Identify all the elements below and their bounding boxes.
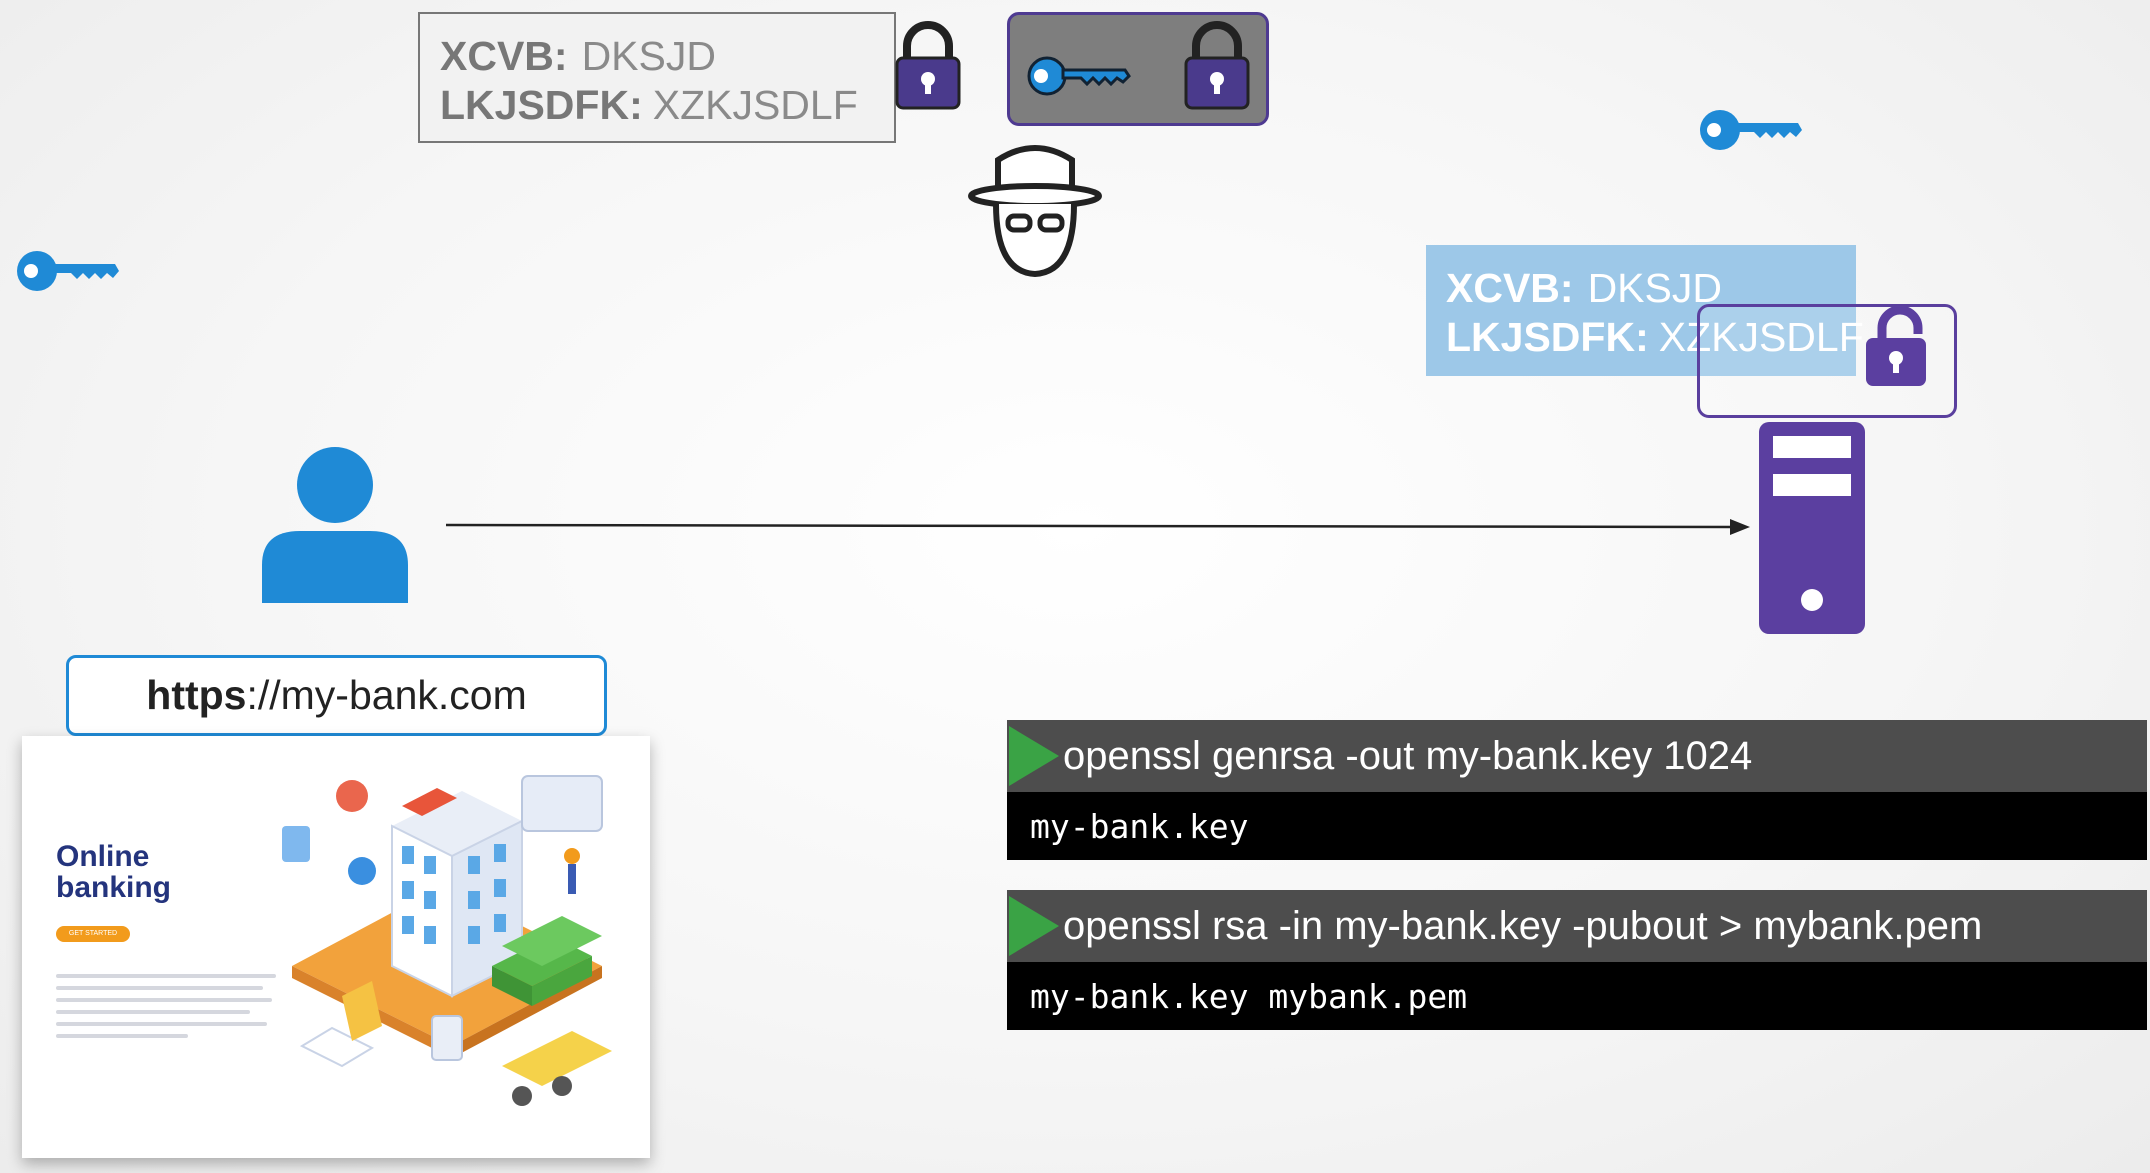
cred-label: LKJSDFK: [1446, 314, 1649, 360]
server-credentials-box: XCVB: DKSJD LKJSDFK:XZKJSDLF [1426, 245, 1864, 376]
title-line: Online [56, 840, 150, 873]
cred-value: DKSJD [1587, 265, 1722, 311]
banking-illustration [282, 775, 612, 1106]
page-title: Online banking [56, 841, 171, 903]
command-text: openssl genrsa -out my-bank.key 1024 [1063, 733, 1753, 778]
command-line: openssl genrsa -out my-bank.key 1024 [1007, 720, 2147, 792]
padlock-icon [895, 21, 961, 110]
command-output: my-bank.key [1007, 792, 2147, 860]
url-bar[interactable]: https://my-bank.com [66, 655, 607, 736]
url-scheme: https [146, 672, 247, 718]
user-icon [262, 447, 408, 603]
key-icon [17, 251, 119, 291]
output-text: my-bank.key [1030, 806, 1249, 846]
title-line: banking [56, 871, 172, 904]
key-icon [1027, 56, 1131, 96]
command-text: openssl rsa -in my-bank.key -pubout > my… [1063, 903, 1983, 948]
server-icon [1759, 422, 1865, 634]
intercepted-credentials-box: XCVB: DKSJD LKJSDFK:XZKJSDLF [418, 12, 896, 143]
output-text: my-bank.key mybank.pem [1030, 976, 1468, 1016]
body-text-placeholder [56, 974, 276, 1046]
key-icon [1700, 110, 1802, 150]
url-host: ://my-bank.com [246, 672, 527, 718]
cred-label: LKJSDFK: [440, 82, 643, 128]
hacker-icon [968, 145, 1102, 278]
command-line: openssl rsa -in my-bank.key -pubout > my… [1007, 890, 2147, 962]
padlock-icon [1866, 305, 1926, 386]
padlock-icon [1184, 21, 1250, 110]
cred-label: XCVB: [1446, 265, 1574, 311]
get-started-button[interactable]: GET STARTED [56, 926, 130, 942]
website-preview: Online banking GET STARTED [22, 736, 650, 1158]
play-icon [1009, 896, 1059, 956]
cred-value: XZKJSDLF [1658, 314, 1864, 360]
cred-label: XCVB: [440, 33, 568, 79]
arrow-icon [445, 519, 1750, 535]
play-icon [1009, 726, 1059, 786]
command-output: my-bank.key mybank.pem [1007, 962, 2147, 1030]
cred-value: XZKJSDLF [652, 82, 858, 128]
cred-value: DKSJD [581, 33, 716, 79]
